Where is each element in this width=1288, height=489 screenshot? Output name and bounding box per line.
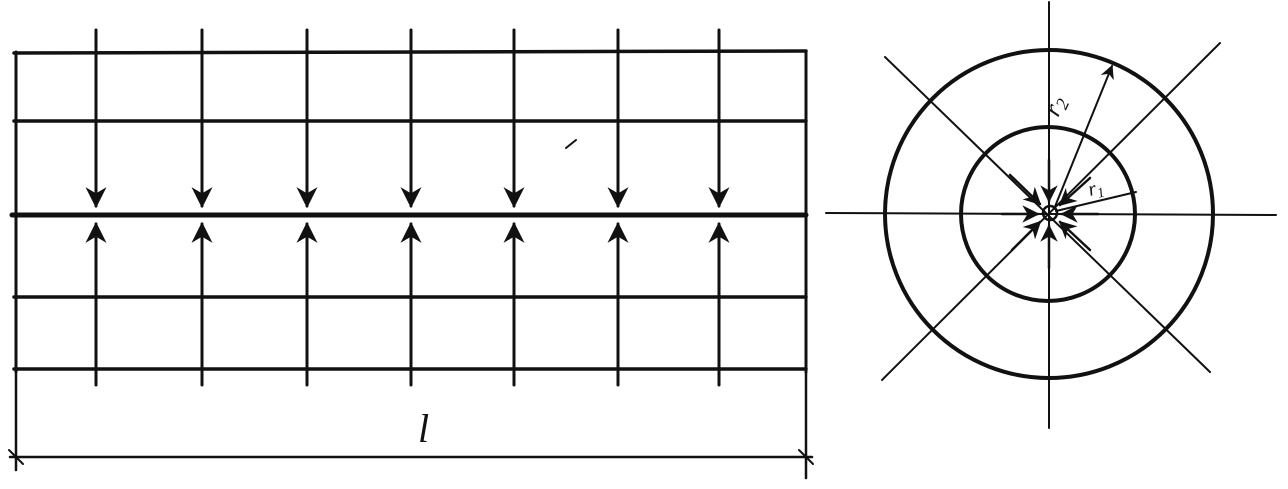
inner-circle <box>959 125 1137 303</box>
dimension-tick-right <box>798 449 814 465</box>
radial-arrows <box>1000 158 1100 270</box>
radius-r1-label: r1 <box>1086 176 1107 204</box>
radial-arrow-8 <box>1058 176 1092 207</box>
stray-mark <box>565 139 577 149</box>
longitudinal-view: l <box>8 28 814 480</box>
radius-r2-line <box>1053 64 1114 210</box>
flow-lines <box>85 28 730 387</box>
dimension-tick-left <box>8 449 24 465</box>
radial-arrow-5 <box>1008 173 1042 206</box>
horizontal-axis <box>825 212 1277 216</box>
cross-section-view: r2 r1 <box>825 1 1277 429</box>
radial-arrow-7 <box>1058 220 1092 252</box>
well-center <box>1041 204 1059 222</box>
radius-r2-label: r2 <box>1037 91 1073 121</box>
radial-arrow-6 <box>1010 220 1042 252</box>
length-label: l <box>418 406 429 451</box>
radius-r1-line <box>1055 191 1137 212</box>
outer-circle <box>883 48 1215 380</box>
